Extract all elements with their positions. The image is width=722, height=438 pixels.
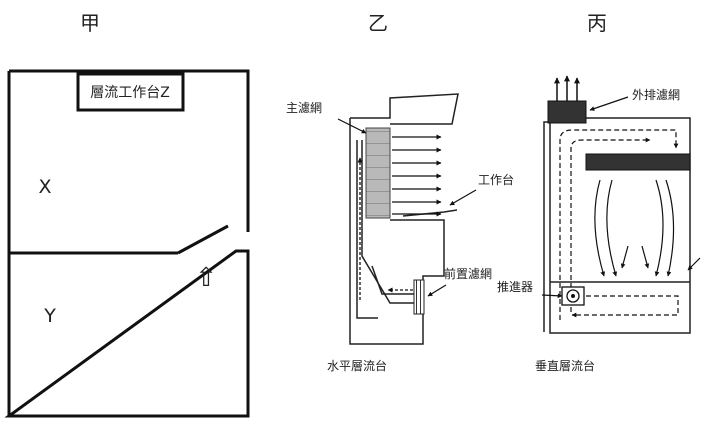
room-y-label: Y (43, 305, 56, 327)
panel-bing-title: 丙 (587, 11, 607, 35)
blower-label: 推進器 (497, 280, 533, 294)
panel-jia: 甲 層流工作台Z X Y ⇧ (4, 11, 250, 418)
work-surface-label: 工作台 (478, 172, 514, 187)
vertical-airflow (559, 129, 679, 320)
panel-yi: 乙 (286, 11, 514, 373)
horizontal-cabinet (349, 93, 459, 345)
up-arrow-icon: ⇧ (195, 263, 217, 293)
yi-leaders (337, 118, 477, 297)
exhaust-arrows (554, 75, 580, 101)
panel-jia-title: 甲 (80, 11, 100, 35)
room-x-label: X (38, 176, 51, 198)
bench-label: 層流工作台Z (90, 85, 170, 101)
main-filter-label: 主濾網 (286, 100, 322, 115)
pre-filter-label: 前置濾網 (444, 266, 492, 281)
horizontal-caption: 水平層流台 (327, 358, 387, 373)
main-filter (365, 127, 391, 219)
door (177, 224, 229, 255)
exhaust-filter-label: 外排濾網 (632, 87, 680, 102)
panel-yi-title: 乙 (368, 11, 388, 35)
vertical-caption: 垂直層流台 (535, 358, 595, 373)
room-outline (4, 69, 250, 418)
airflow-arrows (357, 134, 442, 300)
panel-bing: 丙 (497, 11, 701, 373)
laminar-bench-z (76, 72, 185, 112)
bing-leaders (541, 96, 701, 299)
exhaust-filter (547, 100, 587, 124)
pre-filter (413, 279, 425, 315)
hepa-filter-band (585, 153, 691, 171)
blower-fan-icon (561, 286, 585, 306)
